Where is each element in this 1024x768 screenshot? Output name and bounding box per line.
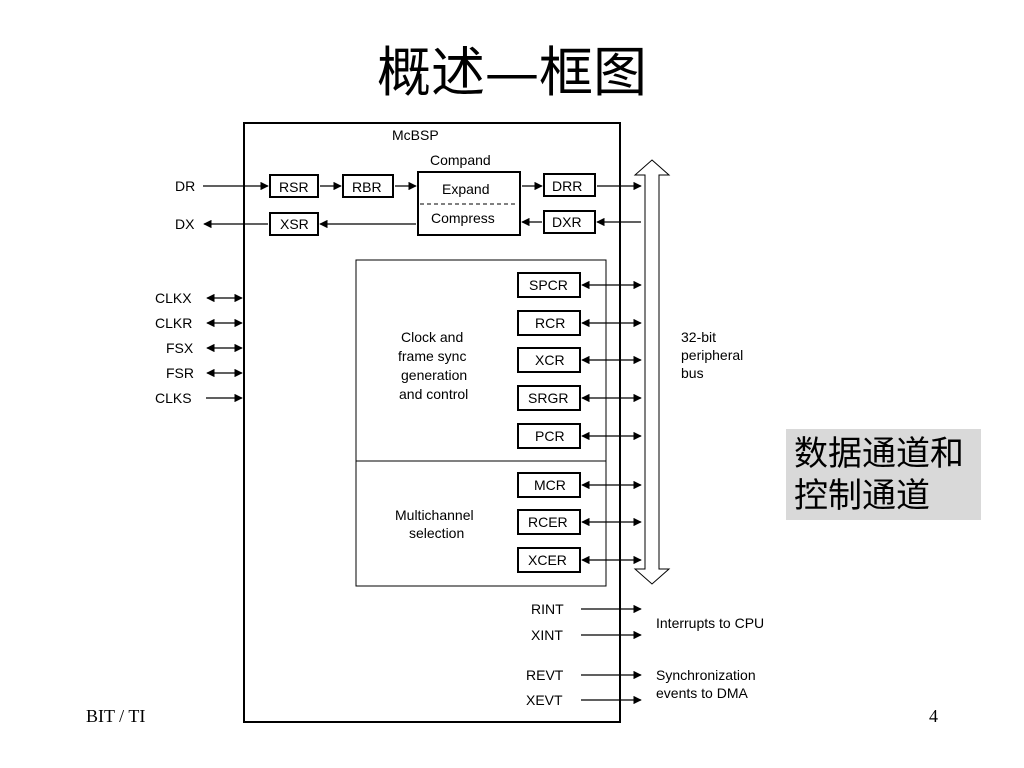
mcbsp-outline [243, 122, 621, 723]
xcr-label: XCR [535, 352, 565, 368]
footer-source: BIT / TI [86, 706, 146, 726]
clock-label-line-4: and control [399, 386, 468, 402]
signal-revt: REVT [526, 667, 564, 683]
sync-label-line-1: Synchronization [656, 667, 756, 683]
pcr-register [517, 423, 581, 449]
sync-label-line-2: events to DMA [656, 685, 748, 701]
signal-xevt: XEVT [526, 692, 563, 708]
dxr-register [543, 210, 596, 234]
mcbsp-label: McBSP [392, 127, 439, 143]
xcer-label: XCER [528, 552, 567, 568]
multichannel-label-line-2: selection [409, 525, 464, 541]
xcer-register [517, 547, 581, 573]
clock-label-line-2: frame sync [398, 348, 466, 364]
drr-label: DRR [552, 178, 582, 194]
pin-fsr: FSR [166, 365, 194, 381]
rsr-label: RSR [279, 179, 309, 195]
callout-box: 数据通道和 控制通道 [786, 429, 981, 520]
pin-dr: DR [175, 178, 195, 194]
dxr-label: DXR [552, 214, 582, 230]
peripheral-bus-arrow [633, 159, 671, 585]
register-bus-arrows [581, 280, 642, 565]
pin-dx: DX [175, 216, 195, 232]
rcer-label: RCER [528, 514, 568, 530]
rbr-register [342, 174, 394, 198]
compress-label: Compress [431, 210, 495, 226]
rsr-register [269, 174, 319, 198]
clock-label-line-3: generation [401, 367, 467, 383]
bus-label-line-3: bus [681, 365, 704, 381]
pin-clkr: CLKR [155, 315, 192, 331]
pin-arrows [206, 293, 243, 403]
bus-label-line-1: 32-bit [681, 329, 716, 345]
spcr-register [517, 272, 581, 298]
rcr-label: RCR [535, 315, 565, 331]
callout-line-1: 数据通道和 [794, 434, 964, 474]
expand-label: Expand [442, 181, 489, 197]
slide-title: 概述—框图 [377, 41, 647, 104]
multichannel-label-line-1: Multichannel [395, 507, 474, 523]
compand-label: Compand [430, 152, 491, 168]
pin-fsx: FSX [166, 340, 194, 356]
interrupts-label: Interrupts to CPU [656, 615, 764, 631]
xsr-label: XSR [280, 216, 309, 232]
bus-label-line-2: peripheral [681, 347, 743, 363]
rbr-label: RBR [352, 179, 382, 195]
srgr-label: SRGR [528, 390, 568, 406]
page-number: 4 [929, 706, 938, 726]
rcr-register [517, 310, 581, 336]
mcr-label: MCR [534, 477, 566, 493]
mcr-register [517, 472, 581, 498]
pcr-label: PCR [535, 428, 565, 444]
callout-line-2: 控制通道 [794, 476, 930, 516]
data-path-arrows [203, 181, 642, 229]
srgr-register [517, 385, 581, 411]
xcr-register [517, 347, 581, 373]
clock-label-line-1: Clock and [401, 329, 463, 345]
pin-clkx: CLKX [155, 290, 192, 306]
spcr-label: SPCR [529, 277, 568, 293]
drr-register [543, 173, 596, 197]
signal-arrows [581, 604, 642, 705]
xsr-register [269, 212, 319, 236]
signal-rint: RINT [531, 601, 564, 617]
pin-clks: CLKS [155, 390, 192, 406]
signal-xint: XINT [531, 627, 563, 643]
control-section [355, 259, 607, 587]
rcer-register [517, 509, 581, 535]
